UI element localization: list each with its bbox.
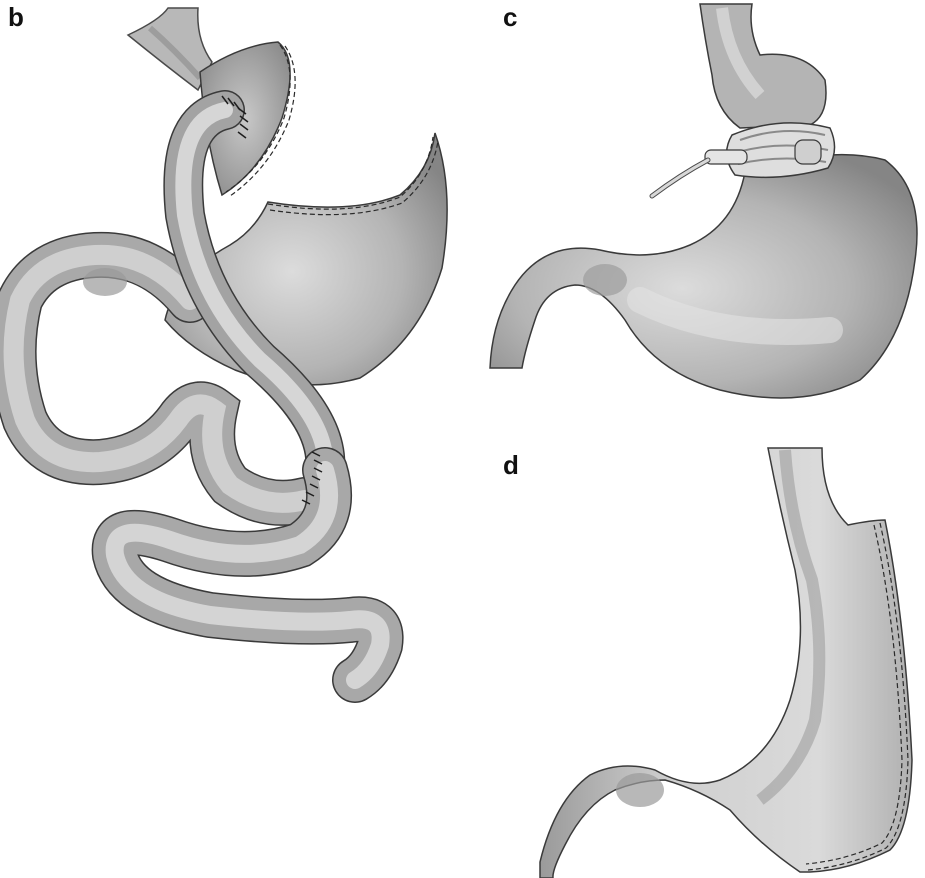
band-buckle: [705, 150, 747, 164]
panel-c-illustration: [490, 4, 917, 398]
esophagus-b: [128, 8, 212, 90]
panel-b-illustration: [14, 8, 448, 680]
gastric-sleeve: [540, 448, 912, 878]
panel-d-illustration: [540, 448, 912, 878]
gastric-band: [705, 123, 835, 177]
stomach-c: [490, 155, 917, 398]
esophagus-c: [700, 4, 826, 128]
